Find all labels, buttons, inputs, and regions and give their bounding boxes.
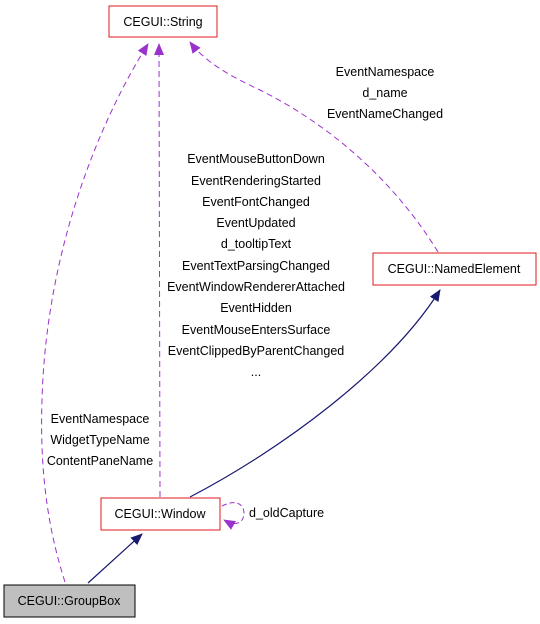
- node-named-element[interactable]: CEGUI::NamedElement: [372, 252, 537, 286]
- node-named-element-label: CEGUI::NamedElement: [388, 262, 521, 276]
- edge-label: EventHidden: [220, 301, 292, 315]
- edge-namedelement-to-string: [189, 41, 439, 253]
- node-group-box-label: CEGUI::GroupBox: [18, 594, 122, 608]
- node-window[interactable]: CEGUI::Window: [100, 497, 221, 531]
- edge-label: EventFontChanged: [202, 195, 310, 209]
- edge-label: EventClippedByParentChanged: [168, 344, 345, 358]
- edge-label: EventNamespace: [336, 65, 435, 79]
- edge-groupbox-to-string: [41, 43, 149, 583]
- edge-groupbox-to-window: [87, 533, 143, 584]
- node-string[interactable]: CEGUI::String: [108, 5, 218, 38]
- node-string-label: CEGUI::String: [123, 15, 202, 29]
- edge-label: ContentPaneName: [47, 454, 153, 468]
- edge-window-to-string: [154, 43, 165, 498]
- edge-label: WidgetTypeName: [50, 433, 149, 447]
- edge-label: d_name: [362, 86, 407, 100]
- edge-label: EventRenderingStarted: [191, 174, 321, 188]
- edge-label: EventMouseButtonDown: [187, 152, 325, 166]
- labels-window-to-string: EventMouseButtonDown EventRenderingStart…: [167, 152, 345, 379]
- edge-label: EventNameChanged: [327, 107, 443, 121]
- edge-label: EventUpdated: [216, 216, 295, 230]
- edge-label: EventTextParsingChanged: [182, 259, 330, 273]
- labels-groupbox-to-string: EventNamespace WidgetTypeName ContentPan…: [47, 412, 153, 468]
- edge-label: d_tooltipText: [221, 237, 292, 251]
- node-window-label: CEGUI::Window: [115, 507, 207, 521]
- edge-label-self: d_oldCapture: [249, 506, 324, 520]
- edge-label: EventMouseEntersSurface: [182, 323, 331, 337]
- edge-label: EventNamespace: [51, 412, 150, 426]
- edge-window-to-namedelement: [189, 289, 441, 498]
- edge-window-self: [221, 502, 245, 530]
- node-group-box[interactable]: CEGUI::GroupBox: [3, 584, 136, 618]
- edge-label: EventWindowRendererAttached: [167, 280, 345, 294]
- labels-namedelement-to-string: EventNamespace d_name EventNameChanged: [327, 65, 443, 121]
- edge-label: ...: [251, 365, 261, 379]
